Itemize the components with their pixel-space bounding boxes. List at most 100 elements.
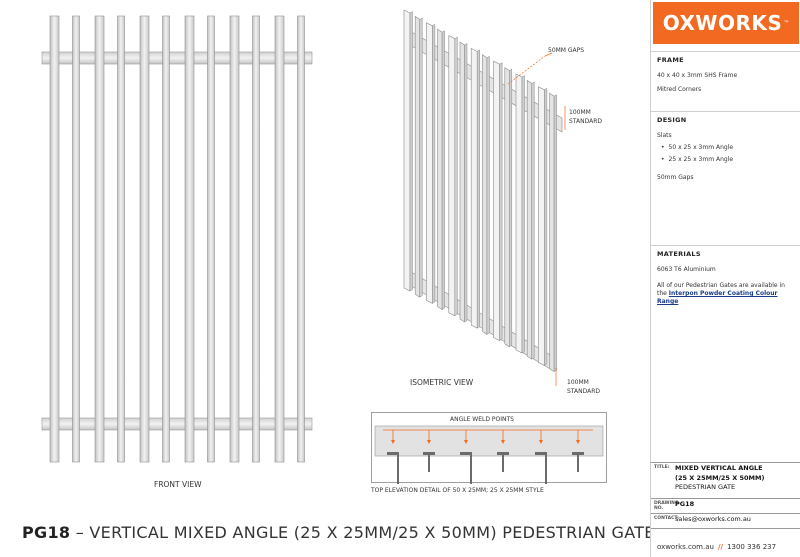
title-block: TITLE: MIXED VERTICAL ANGLE (25 X 25MM/2…	[650, 462, 800, 557]
iso-slat-side	[499, 62, 503, 342]
frame-heading: FRAME	[651, 51, 800, 64]
front-top-rail	[41, 51, 313, 65]
angle-leg	[397, 452, 399, 484]
weld-arrow	[576, 440, 580, 444]
iso-slat	[414, 15, 421, 298]
frame-line-2: Mitred Corners	[657, 86, 702, 93]
weld-arrow	[464, 440, 468, 444]
logo-trademark: ™	[783, 19, 790, 27]
materials-section: MATERIALS 6063 T6 Aluminium All of our P…	[651, 245, 800, 306]
angle-flange	[387, 452, 399, 455]
std-top-line2: STANDARD	[569, 118, 603, 125]
title-dash: –	[75, 523, 85, 542]
isometric-view-drawing	[403, 9, 566, 386]
materials-heading: MATERIALS	[651, 245, 800, 258]
iso-slat-side	[419, 17, 423, 298]
title-line-1: MIXED VERTICAL ANGLE	[675, 464, 763, 472]
angle-leg	[502, 452, 504, 472]
interpon-colour-link[interactable]: Interpon Powder Coating Colour Range	[657, 290, 778, 305]
front-slat	[274, 15, 285, 463]
iso-slat	[526, 79, 532, 360]
iso-slat	[437, 28, 443, 311]
std-bottom-line1: 100MM	[567, 379, 589, 386]
iso-slat-side	[509, 68, 513, 348]
angle-leg	[577, 452, 579, 472]
iso-slat	[549, 92, 555, 373]
iso-slats	[403, 9, 557, 373]
phone-number[interactable]: 1300 336 237	[727, 543, 777, 551]
title-line-2: (25 X 25MM/25 X 50MM)	[675, 473, 765, 482]
title-text: VERTICAL MIXED ANGLE (25 X 25MM/25 X 50M…	[89, 523, 655, 542]
front-view-label: FRONT VIEW	[154, 480, 202, 489]
iso-slat	[403, 9, 411, 292]
gaps-leader	[544, 52, 553, 57]
frame-line-1: 40 x 40 x 3mm SHS Frame	[657, 72, 738, 79]
iso-slat-side	[409, 11, 413, 292]
front-slat	[139, 15, 150, 463]
contact-email[interactable]: sales@oxworks.com.au	[675, 515, 751, 523]
design-section: DESIGN Slats 50 x 25 x 3mm Angle 25 x 25…	[651, 111, 800, 182]
angle-leg	[428, 452, 430, 472]
materials-note-2: the Interpon Powder Coating Colour Range	[651, 290, 800, 306]
iso-slat	[538, 86, 545, 366]
weld-arrow	[391, 440, 395, 444]
front-slat	[252, 15, 260, 463]
weld-arrow	[539, 440, 543, 444]
front-slat	[49, 15, 60, 463]
weld-points-label: ANGLE WELD POINTS	[450, 416, 514, 423]
front-slat	[297, 15, 305, 463]
angle-flange	[535, 452, 547, 455]
top-elevation-detail	[371, 412, 607, 484]
slat-item-1: 50 x 25 x 3mm Angle	[651, 144, 800, 152]
gaps-dimension-line	[507, 55, 546, 85]
drawing-no-value: PG18	[675, 500, 695, 508]
slats-label: Slats	[657, 132, 672, 139]
footer-separator: //	[717, 543, 724, 551]
drawing-no-row: DRAWING NO. PG18	[651, 499, 800, 514]
weld-arrow	[427, 440, 431, 444]
iso-slat-side	[531, 81, 535, 360]
iso-slat	[504, 67, 510, 348]
website-link[interactable]: oxworks.com.au	[657, 543, 714, 551]
logo-text: OXWORKS	[662, 11, 783, 35]
drawing-code: PG18	[22, 523, 71, 542]
title-line-3: PEDESTRIAN GATE	[675, 483, 736, 491]
isometric-view-label: ISOMETRIC VIEW	[410, 378, 474, 387]
drawing-area: FRONT VIEW 50MM GAPS 100MM STANDARD 100M…	[22, 9, 654, 542]
gaps-label: 50MM GAPS	[548, 47, 585, 54]
iso-slat	[459, 41, 465, 323]
front-slat	[229, 15, 240, 463]
detail-caption: TOP ELEVATION DETAIL OF 50 X 25MM; 25 X …	[371, 487, 544, 494]
materials-alloy: 6063 T6 Aluminium	[657, 266, 716, 273]
contact-label: CONTACT:	[654, 516, 680, 521]
front-view-drawing	[41, 15, 313, 463]
front-slat	[117, 15, 125, 463]
weld-arrow	[501, 440, 505, 444]
front-slat	[94, 15, 105, 463]
iso-slat	[448, 35, 456, 317]
iso-slat-side	[521, 75, 525, 354]
iso-slat	[515, 73, 523, 354]
iso-slat	[426, 22, 433, 304]
angle-leg	[470, 452, 472, 484]
iso-slat-side	[432, 23, 436, 304]
iso-slat-side	[476, 49, 480, 329]
drawing-title: PG18 – VERTICAL MIXED ANGLE (25 X 25MM/2…	[22, 523, 655, 542]
detail-frame-section	[374, 425, 604, 457]
iso-slat-side	[441, 30, 445, 311]
iso-slat	[482, 54, 488, 335]
iso-slat	[470, 47, 478, 329]
front-slat	[207, 15, 215, 463]
std-top-line1: 100MM	[569, 109, 591, 116]
drawing-no-label: DRAWING NO.	[654, 501, 679, 511]
iso-slat-side	[553, 94, 557, 373]
std-bottom-line2: STANDARD	[567, 388, 601, 395]
materials-note-1: All of our Pedestrian Gates are availabl…	[657, 282, 785, 289]
front-slat	[184, 15, 195, 463]
title-row: TITLE: MIXED VERTICAL ANGLE (25 X 25MM/2…	[651, 463, 800, 499]
iso-slat-side	[464, 43, 468, 323]
frame-section: FRAME 40 x 40 x 3mm SHS Frame Mitred Cor…	[651, 51, 800, 94]
slat-item-2: 25 x 25 x 3mm Angle	[651, 156, 800, 164]
